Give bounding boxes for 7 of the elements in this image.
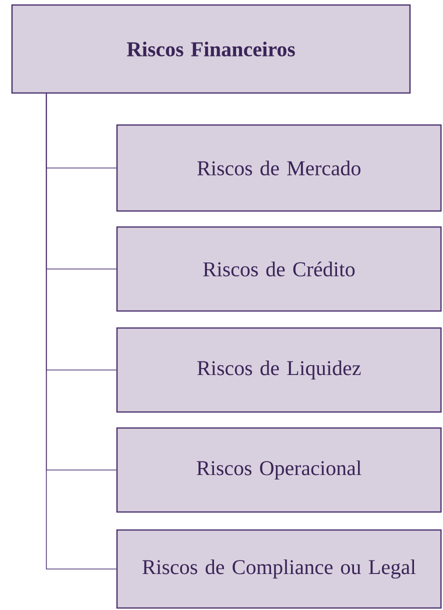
category-box: Riscos Operacional [116,427,442,513]
connector-line [46,93,117,570]
category-box: Riscos de Compliance ou Legal [116,529,442,609]
category-box: Riscos de Liquidez [116,327,442,413]
category-box: Riscos de Mercado [116,124,442,212]
category-box: Riscos Financeiros [11,4,411,94]
category-box: Riscos de Crédito [116,226,442,312]
